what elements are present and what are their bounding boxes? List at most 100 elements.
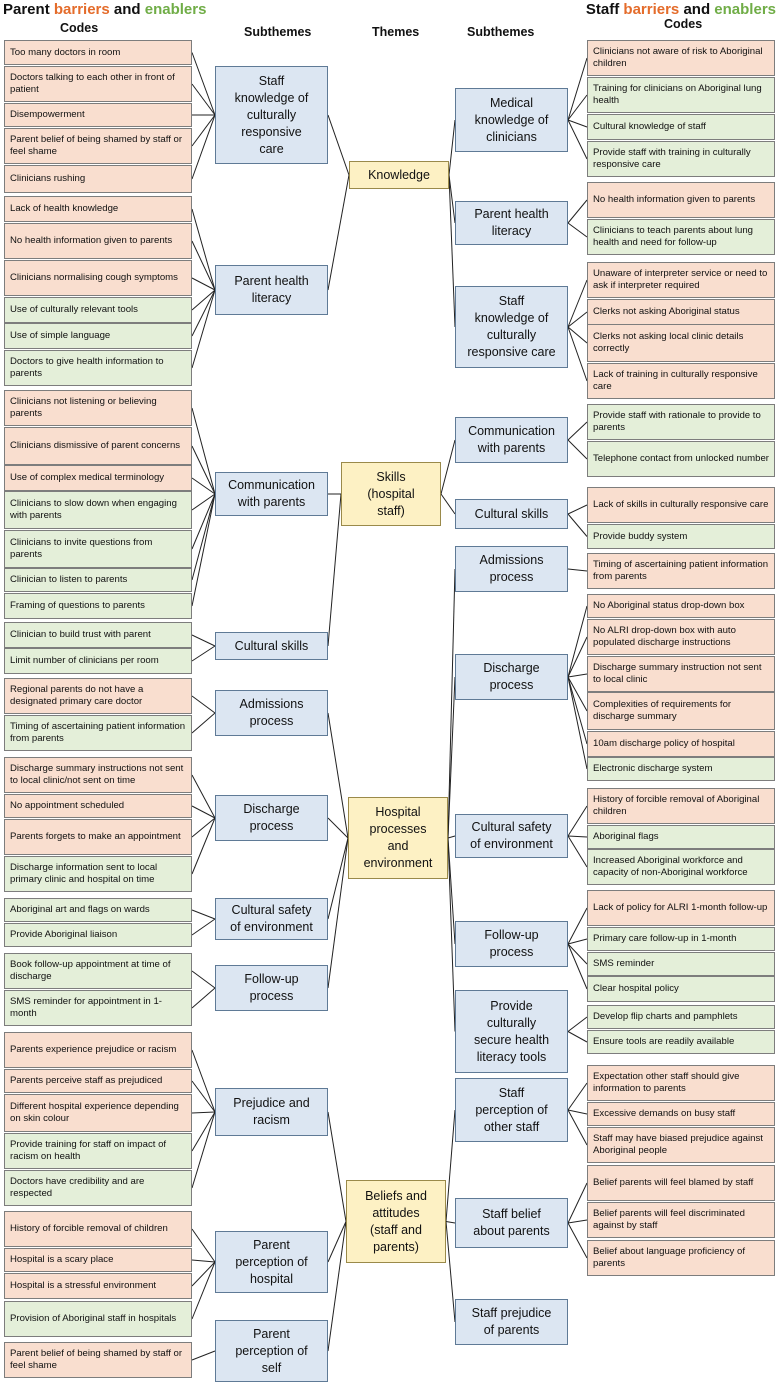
staff-code-barrier: History of forcible removal of Aborigina… [587,788,775,824]
parent-code-enabler: Doctors have credibility and are respect… [4,1170,192,1206]
parent-code-barrier: Parents perceive staff as prejudiced [4,1069,192,1093]
parent-code-label: History of forcible removal of children [10,1223,168,1234]
right-subtheme-perception-other-staff: Staff perception of other staff [455,1078,568,1142]
connector-line [327,174,350,291]
connector-line [567,421,588,441]
connector-line [567,222,588,238]
connector-line [447,835,456,839]
parent-code-barrier: Discharge summary instructions not sent … [4,757,192,793]
staff-code-label: Increased Aboriginal workforce and capac… [593,855,748,878]
parent-code-barrier: Clinicians dismissive of parent concerns [4,427,192,465]
staff-code-label: Lack of policy for ALRI 1-month follow-u… [593,902,768,913]
parent-code-enabler: Provide Aboriginal liaison [4,923,192,947]
staff-code-label: Belief about language proficiency of par… [593,1246,746,1269]
connector-line [567,119,588,128]
parent-legend-title: Parent barriers and enablers [3,1,207,18]
right-subtheme-staff-knowledge: Staff knowledge of culturally responsive… [455,286,568,368]
left-subtheme-perception-hospital: Parent perception of hospital [215,1231,328,1293]
connector-line [567,676,588,770]
parent-code-label: No health information given to parents [10,235,173,246]
staff-code-label: Belief parents will feel discriminated a… [593,1208,745,1231]
parent-code-label: Discharge summary instructions not sent … [10,763,184,786]
right-subtheme-cultural-skills: Cultural skills [455,499,568,529]
parent-code-enabler: Timing of ascertaining patient informati… [4,715,192,751]
connector-line [567,326,588,344]
connector-line [567,1082,588,1111]
parent-code-barrier: Too many doctors in room [4,40,192,65]
connector-line [327,1111,347,1222]
staff-code-label: 10am discharge policy of hospital [593,738,735,749]
staff-code-label: Clinicians not aware of risk to Aborigin… [593,46,763,69]
staff-code-barrier: Excessive demands on busy staff [587,1102,775,1126]
theme-knowledge: Knowledge [349,161,449,189]
connector-line [567,805,588,837]
connector-line [567,636,588,678]
staff-code-enabler: Provide staff with rationale to provide … [587,404,775,440]
connector-line [327,114,350,176]
right-subtheme-medical-knowledge: Medical knowledge of clinicians [455,88,568,152]
staff-code-label: Clerks not asking Aboriginal status [593,306,740,317]
parent-code-label: Doctors to give health information to pa… [10,356,164,379]
connector-line [191,477,216,495]
connector-line [191,695,216,714]
staff-code-barrier: Clerks not asking Aboriginal status [587,299,775,325]
parent-code-label: Provision of Aboriginal staff in hospita… [10,1313,177,1324]
connector-line [567,439,588,460]
staff-code-enabler: Telephone contact from unlocked number [587,441,775,477]
staff-code-label: Telephone contact from unlocked number [593,453,769,464]
staff-code-enabler: Training for clinicians on Aboriginal lu… [587,77,775,113]
staff-code-barrier: Expectation other staff should give info… [587,1065,775,1101]
staff-code-label: Lack of skills in culturally responsive … [593,499,769,510]
parent-code-enabler: SMS reminder for appointment in 1-month [4,990,192,1026]
parent-code-label: Use of culturally relevant tools [10,304,138,315]
connector-line [447,837,456,945]
parent-code-barrier: Doctors talking to each other in front o… [4,66,192,102]
staff-code-label: Excessive demands on busy staff [593,1108,736,1119]
parent-code-enabler: Aboriginal art and flags on wards [4,898,192,922]
staff-code-enabler: Ensure tools are readily available [587,1030,775,1054]
staff-code-label: No ALRI drop-down box with auto populate… [593,625,736,648]
right-subtheme-belief-about-parents: Staff belief about parents [455,1198,568,1248]
left-subtheme-discharge: Discharge process [215,795,328,841]
connector-line [567,1109,588,1146]
themes-heading: Themes [372,25,420,39]
staff-code-barrier: Timing of ascertaining patient informati… [587,553,775,589]
parent-code-label: Aboriginal art and flags on wards [10,904,150,915]
staff-code-enabler: Clinicians to teach parents about lung h… [587,219,775,255]
staff-code-label: Lack of training in culturally responsiv… [593,369,758,392]
connector-line [191,918,216,936]
connector-line [191,1111,216,1114]
parent-code-barrier: No appointment scheduled [4,794,192,818]
parent-code-label: Doctors have credibility and are respect… [10,1176,145,1199]
parent-code-enabler: Clinician to listen to parents [4,568,192,592]
staff-code-barrier: No health information given to parents [587,182,775,218]
staff-code-label: Unaware of interpreter service or need t… [593,268,768,291]
staff-code-barrier: 10am discharge policy of hospital [587,731,775,757]
parent-code-enabler: Clinicians to invite questions from pare… [4,530,192,568]
parent-code-enabler: Doctors to give health information to pa… [4,350,192,386]
staff-code-enabler: Primary care follow-up in 1-month [587,927,775,951]
parent-code-label: Too many doctors in room [10,46,121,58]
parent-code-label: Parent belief of being shamed by staff o… [10,1348,183,1371]
connector-line [191,1049,216,1113]
connector-line [567,1219,588,1224]
connector-line [191,277,216,291]
connector-line [327,712,349,839]
parent-code-label: Clinicians not listening or believing pa… [10,396,157,419]
connector-line [567,513,588,537]
parent-code-enabler: Book follow-up appointment at time of di… [4,953,192,989]
parent-code-label: Doctors talking to each other in front o… [10,72,175,95]
connector-line [447,676,456,839]
staff-code-enabler: SMS reminder [587,952,775,976]
connector-line [191,1259,216,1263]
staff-code-enabler: Provide staff with training in culturall… [587,141,775,177]
parent-code-barrier: Clinicians normalising cough symptoms [4,260,192,296]
connector-line [191,445,216,495]
staff-code-label: Expectation other staff should give info… [593,1071,740,1094]
connector-line [191,289,216,311]
staff-code-enabler: Aboriginal flags [587,825,775,849]
parent-code-enabler: Provision of Aboriginal staff in hospita… [4,1301,192,1337]
right-subtheme-follow-up: Follow-up process [455,921,568,967]
connector-line [567,57,588,121]
